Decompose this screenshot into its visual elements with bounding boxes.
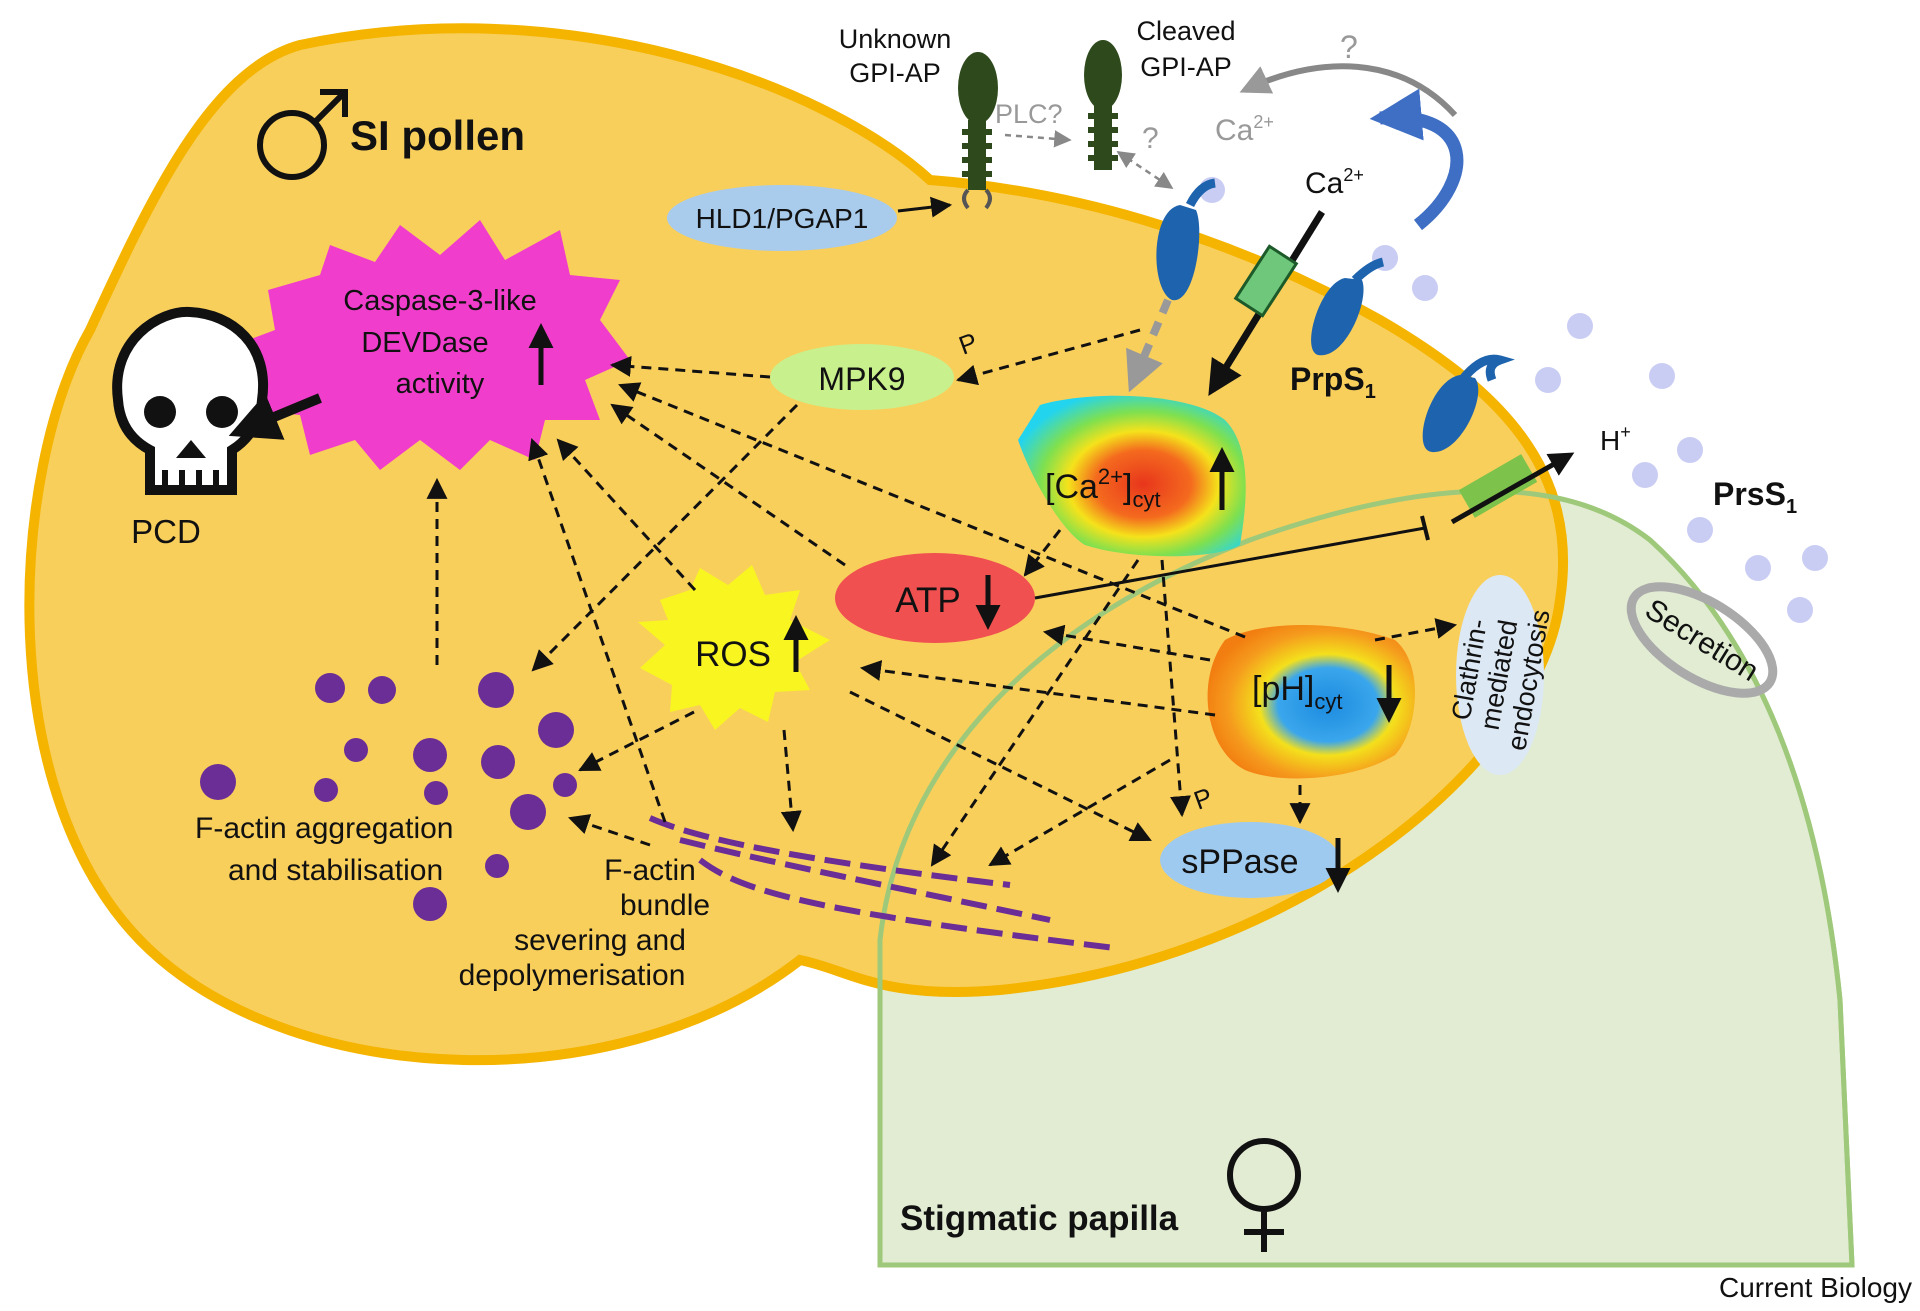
h-plus-label: H+ [1600, 422, 1631, 456]
prps-label: PrpS1 [1290, 361, 1376, 403]
question-dbl-arrow [1116, 150, 1174, 190]
prps-receptor-icon [1156, 177, 1225, 301]
atp-inhibit-line [1034, 526, 1426, 600]
factin-bundle-lines [648, 815, 1116, 951]
stigmatic-papilla-label: Stigmatic papilla [900, 1199, 1179, 1238]
proton-arrow [1450, 452, 1575, 525]
mpk9-label: MPK9 [818, 361, 905, 397]
secretion-vesicle [1626, 582, 1778, 698]
cleaved-gpi-ap-icon [1084, 40, 1122, 170]
factin-bundle-label-4: depolymerisation [459, 959, 686, 992]
cleaved-gpi-label-2: GPI-AP [1140, 52, 1232, 82]
factin-agg-label-2: and stabilisation [228, 854, 443, 887]
ca-cyt-label: [Ca2+]cyt [1045, 464, 1161, 512]
clathrin-label-group: Clathrin- mediated endocytosis [1446, 607, 1556, 753]
female-symbol-icon [1227, 1138, 1301, 1252]
prps-receptor-icon [1311, 245, 1398, 356]
hld1-arrow [897, 196, 953, 218]
caspase-label-3: activity [396, 368, 485, 400]
factin-bundle-label-3: severing and [514, 924, 686, 957]
ca-grey-label: Ca2+ [1215, 112, 1274, 147]
caspase-to-pcd-arrow [228, 393, 322, 440]
ros-star [638, 565, 830, 730]
unknown-gpi-ap-icon [958, 52, 998, 210]
receptor-to-ca-arrow [1126, 298, 1172, 393]
prss-label: PrsS1 [1713, 476, 1797, 518]
question-label-2: ? [1340, 29, 1358, 65]
proton-pump-icon [1458, 454, 1538, 518]
sppase-label: sPPase [1181, 843, 1298, 881]
ph-cyt-blob [1207, 625, 1415, 779]
plc-arrow [1004, 130, 1072, 148]
cleaved-gpi-label-1: Cleaved [1136, 16, 1235, 46]
hld1-pgap1-label: HLD1/PGAP1 [696, 203, 869, 234]
ca-channel-icon [1233, 244, 1299, 318]
unknown-gpi-label-2: GPI-AP [849, 58, 941, 88]
caspase-star [235, 220, 630, 470]
prss-ligand-dots [1412, 275, 1828, 623]
caspase-label-2: DEVDase [361, 327, 488, 359]
prps-receptor-icon [1422, 354, 1515, 453]
pcd-label: PCD [131, 513, 201, 550]
factin-bundle-label-2: bundle [620, 889, 710, 922]
hld1-pgap1-oval [667, 185, 897, 251]
factin-bundle-label-1: F-actin [604, 854, 696, 887]
factin-aggregate-dots [200, 672, 577, 921]
ca-cyt-blob [1018, 395, 1246, 557]
atp-inhibit-bar [1420, 515, 1430, 541]
blue-curved-arrow [1369, 88, 1464, 231]
sppase-oval [1160, 822, 1340, 898]
plc-label: PLC? [995, 99, 1063, 129]
ca-black-label: Ca2+ [1305, 165, 1364, 200]
unknown-gpi-label-1: Unknown [839, 24, 952, 54]
signalling-arrows [426, 328, 1458, 867]
si-pollen-label: SI pollen [350, 112, 525, 159]
mpk9-oval [770, 344, 954, 410]
atp-label: ATP [895, 581, 960, 620]
ros-label: ROS [695, 635, 771, 674]
journal-credit: Current Biology [1719, 1272, 1912, 1303]
skull-icon [112, 306, 269, 495]
grey-curved-arrow [1239, 63, 1458, 118]
question-label-1: ? [1142, 122, 1159, 155]
caspase-label-1: Caspase-3-like [343, 285, 536, 317]
ph-cyt-label: [pH]cyt [1252, 670, 1342, 714]
clathrin-endocytosis-oval [1456, 575, 1544, 775]
male-symbol-icon [257, 89, 348, 180]
factin-agg-label-1: F-actin aggregation [195, 812, 454, 845]
